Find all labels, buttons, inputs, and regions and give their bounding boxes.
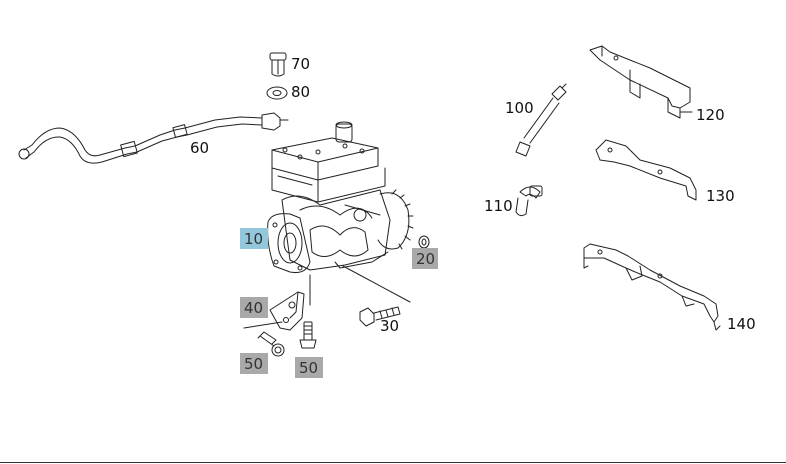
- label-70[interactable]: 70: [291, 55, 311, 73]
- label-100[interactable]: 100: [505, 99, 534, 117]
- label-40-box: [240, 297, 268, 318]
- part-20-o-ring[interactable]: [418, 235, 430, 249]
- label-20[interactable]: 20: [416, 250, 436, 268]
- part-50-bolt-a[interactable]: [257, 331, 285, 357]
- label-50a-box: [240, 353, 268, 374]
- part-140-bracket[interactable]: [583, 243, 721, 331]
- label-140[interactable]: 140: [727, 315, 756, 333]
- part-50-bolt-b[interactable]: [299, 321, 317, 349]
- part-10-air-compressor[interactable]: [267, 121, 414, 306]
- bottom-divider: [0, 462, 786, 463]
- part-60-pressure-line[interactable]: [18, 112, 289, 164]
- label-20-box: [412, 248, 438, 269]
- label-10[interactable]: 10: [244, 230, 264, 248]
- part-110-elbow-fitting[interactable]: [515, 185, 543, 217]
- part-70-bolt[interactable]: [269, 52, 287, 77]
- label-110[interactable]: 110: [484, 197, 513, 215]
- label-50a[interactable]: 50: [244, 355, 264, 373]
- part-30-bolt[interactable]: [359, 306, 401, 327]
- part-120-bracket[interactable]: [589, 45, 693, 119]
- label-80[interactable]: 80: [291, 83, 311, 101]
- part-100-hose[interactable]: [515, 83, 567, 157]
- part-130-bracket[interactable]: [595, 139, 697, 201]
- part-40-bracket[interactable]: [243, 291, 305, 331]
- label-50b[interactable]: 50: [299, 359, 319, 377]
- label-60[interactable]: 60: [190, 139, 210, 157]
- label-130[interactable]: 130: [706, 187, 735, 205]
- label-120[interactable]: 120: [696, 106, 725, 124]
- label-30[interactable]: 30: [380, 317, 400, 335]
- part-80-washer[interactable]: [266, 86, 288, 100]
- label-10-highlight: [240, 228, 268, 249]
- label-50b-box: [295, 357, 323, 378]
- label-40[interactable]: 40: [244, 299, 264, 317]
